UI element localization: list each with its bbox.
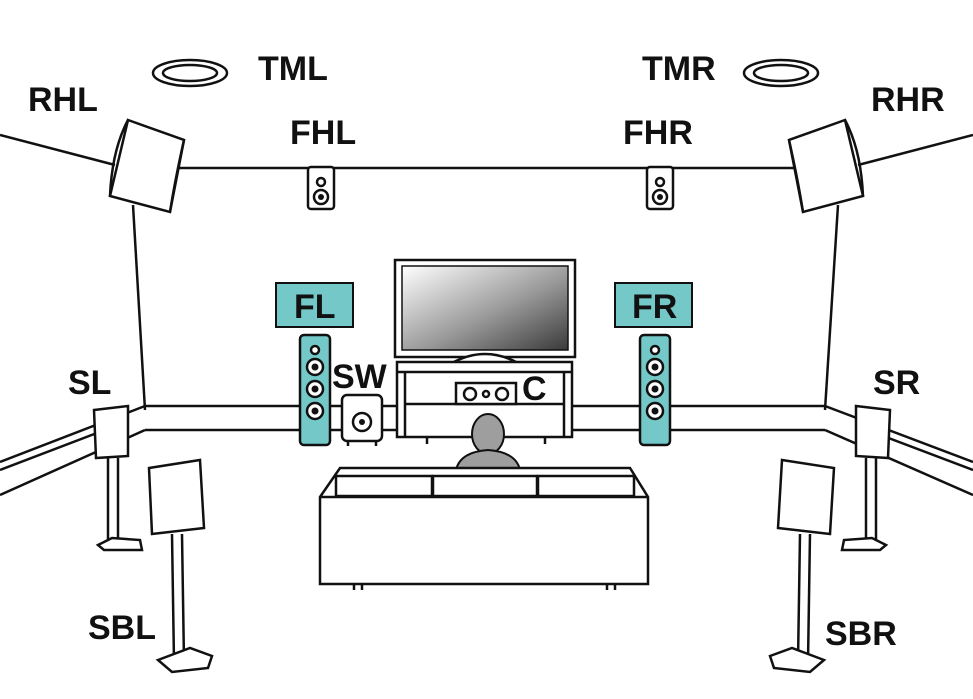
sbl-label: SBL [88,609,156,647]
tml-speaker-icon [151,58,229,88]
sbr-label: SBR [825,615,897,653]
rhr-label: RHR [871,81,945,119]
listener-icon [454,413,522,471]
fr-speaker-icon [638,333,672,447]
rhl-label: RHL [28,81,98,119]
sl-label: SL [68,364,111,402]
tml-label: TML [258,50,328,88]
tmr-speaker-icon [742,58,820,88]
sw-label: SW [332,358,388,396]
fhr-label: FHR [623,114,693,152]
fhr-speaker-icon [645,165,675,211]
center-speaker-icon [454,381,518,406]
sbl-speaker-icon [147,458,214,674]
fl-speaker-icon [298,333,332,447]
fl-label-box [275,282,354,328]
fhl-label: FHL [290,114,356,152]
tv-icon [393,258,577,365]
rhr-speaker-icon [787,118,865,214]
fhl-speaker-icon [306,165,336,211]
sbr-speaker-icon [768,458,836,674]
c-label: C [522,370,547,408]
subwoofer-icon [340,393,384,446]
rhl-speaker-icon [108,118,186,214]
sr-label: SR [873,364,920,402]
tmr-label: TMR [642,50,716,88]
fl-label: FL [294,288,336,326]
sr-speaker-icon [840,404,892,552]
sl-speaker-icon [92,404,144,552]
sofa-icon [318,466,650,590]
fr-label-box [614,282,693,328]
fr-label: FR [632,288,677,326]
